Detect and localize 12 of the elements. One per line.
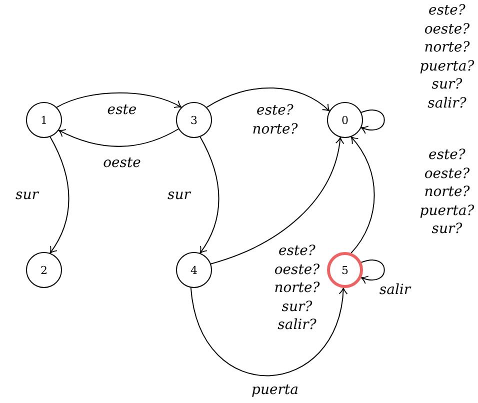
state-label: 5 [342, 264, 348, 276]
state-circle [176, 102, 212, 138]
state-circle [176, 252, 212, 288]
state-label: 3 [190, 114, 198, 126]
state-label: 4 [190, 264, 198, 276]
state-circle [327, 252, 363, 288]
state-label: 0 [342, 114, 348, 126]
state-circle [26, 102, 62, 138]
state-circle [26, 252, 62, 288]
state-circle [327, 102, 363, 138]
state-label: 1 [40, 114, 48, 126]
state-label: 2 [40, 264, 48, 276]
